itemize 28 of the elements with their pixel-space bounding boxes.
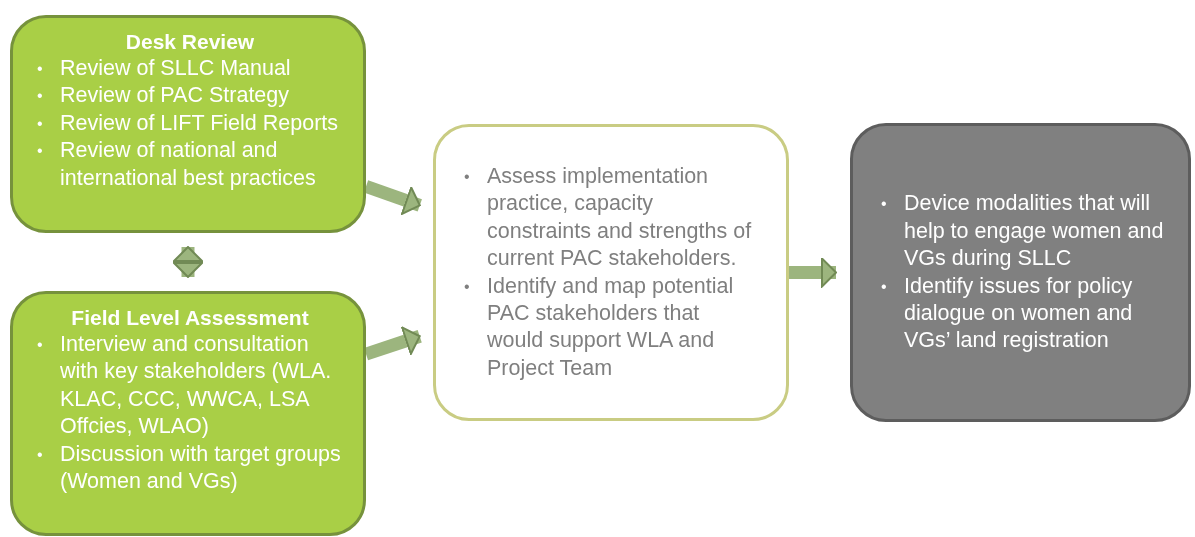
bullet-marker: •: [37, 86, 44, 107]
bullet-text: Discussion with target groups (Women and VGs): [60, 440, 342, 496]
bullet-text: Device modalities that will help to engage women and VGs during SLLC: [904, 190, 1165, 273]
bullet-marker: •: [464, 166, 471, 187]
bullet-text: Interview and consultation with key stakeholders (WLA. KLAC, CCC, WWCA, LSA Offcies, WLAO): [60, 331, 333, 441]
bullet-marker: •: [881, 194, 888, 215]
bullet-text: Review of PAC Strategy: [60, 82, 291, 110]
bullet-text: Identify issues for policy dialogue on women and VGs’ land registration: [904, 272, 1134, 355]
bullet-marker: •: [881, 276, 888, 297]
bullet-text: Review of national and international best practices: [60, 137, 317, 192]
bullet-marker: •: [37, 113, 44, 134]
box-heading: Desk Review: [124, 29, 256, 55]
block-arrow: [789, 257, 837, 288]
step-box: [10, 15, 366, 233]
bullet-marker: •: [464, 276, 471, 297]
bullet-text: Identify and map potential PAC stakeholders that would support WLA and Project Team: [487, 272, 735, 382]
analysis-box: [433, 124, 789, 421]
bullet-marker: •: [37, 335, 44, 355]
bullet-text: Review of LIFT Field Reports: [60, 109, 339, 137]
bullet-marker: •: [37, 141, 44, 162]
step-box: [10, 291, 366, 536]
bullet-text: Review of SLLC Manual: [60, 55, 292, 82]
bullet-marker: •: [37, 444, 44, 465]
box-heading: Field Level Assessment: [70, 305, 310, 331]
outcome-box: [850, 123, 1191, 422]
block-arrow: [173, 246, 203, 278]
bullet-marker: •: [37, 59, 44, 79]
bullet-text: Assess implementation practice, capacity constraints and strengths of current PAC stakeholders.: [487, 162, 753, 273]
